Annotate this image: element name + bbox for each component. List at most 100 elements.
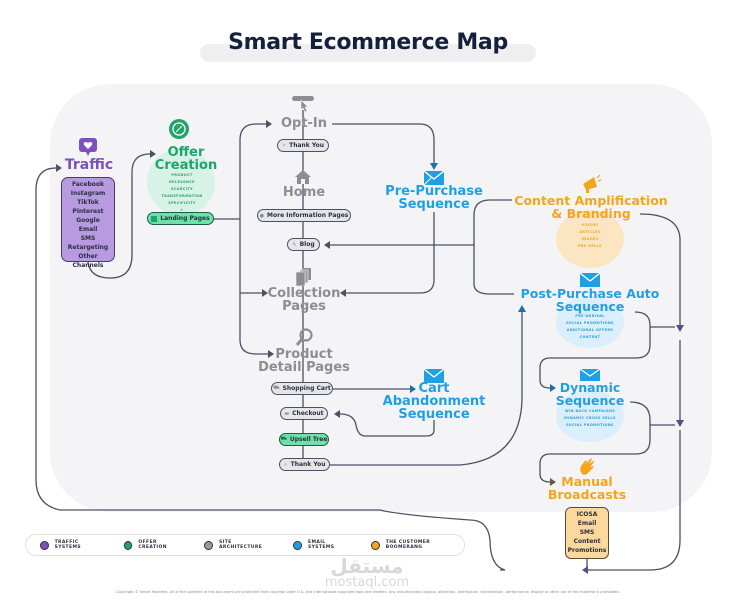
page-title: Smart Ecommerce Map [228, 30, 508, 55]
collection-pages-label: Collection Pages [267, 286, 341, 314]
arrow-into-dynamic [550, 384, 556, 392]
arrow-into-collection-right [340, 289, 346, 297]
arrow-into-blog [324, 241, 330, 249]
offer-items: PRODUCT RELEVANCE SCARCITY TRANSFORMATIO… [161, 173, 203, 212]
megaphone-icon [583, 174, 602, 193]
post-purchase-circle [556, 296, 624, 348]
envelope-icon [424, 369, 444, 383]
arrow-into-manual-box [582, 566, 588, 574]
home-label: Home [282, 185, 326, 200]
shopping-cart-node[interactable]: ⛟Shopping Cart [271, 382, 333, 395]
arrow-into-postpurchase [518, 305, 526, 312]
thank-you-node-2[interactable]: ✧Thank You [279, 458, 330, 471]
traffic-source: Other Channels [72, 253, 104, 269]
offer-label: Offer Creation [154, 145, 218, 173]
envelope-icon [424, 171, 444, 185]
traffic-source: Facebook [72, 181, 104, 188]
magnifier-icon [295, 328, 313, 346]
offer-circle [147, 148, 215, 216]
arrow-into-manual [550, 478, 556, 486]
manual-broadcasts-label: Manual Broadcasts [547, 474, 627, 502]
arrow-into-cart-abandon [410, 385, 416, 393]
connector-dynamic-manual [539, 401, 651, 483]
arrow-into-offer [150, 150, 156, 158]
legend-dot [204, 540, 213, 550]
watermark: مستقل mostaql.com [324, 554, 410, 590]
content-amplification-label: Content Amplification & Branding [514, 193, 668, 221]
manual-item: SMS [579, 529, 595, 536]
blog-node[interactable]: ✎Blog [287, 238, 320, 251]
manual-item: Content [573, 538, 601, 545]
connector-content-blog [330, 199, 512, 246]
arrow-into-traffic [56, 164, 62, 172]
connector-prepurchase-collection [346, 212, 435, 294]
thank-you-node-1[interactable]: ✧Thank You [277, 139, 329, 152]
upsell-tree-node[interactable]: ⛟Upsell Tree [279, 433, 329, 446]
arrow-into-product [268, 350, 274, 358]
more-information-pages-node[interactable]: ●More Information Pages [257, 209, 351, 222]
legend-dot [40, 540, 49, 550]
arrow-right-column-1 [676, 325, 684, 332]
arrow-into-collection-left [262, 289, 268, 297]
connector-site-spine [239, 123, 268, 355]
connector-thankyou-postpurchase [330, 312, 523, 466]
checkout-node[interactable]: ▬Checkout [280, 407, 328, 420]
envelope-icon [580, 273, 600, 287]
party-icon: ✧ [283, 461, 288, 468]
landing-pages-node[interactable]: Landing Pages [147, 212, 214, 225]
legend-dot [371, 540, 380, 550]
connector-optin-prepurchase [332, 123, 435, 163]
connector-post-dynamic [539, 311, 651, 389]
home-icon [295, 170, 311, 184]
cart-abandonment-sequence-label: Cart Abandonment Sequence [382, 381, 486, 422]
arrow-into-checkout [334, 410, 340, 418]
title-highlight [200, 44, 536, 62]
envelope-icon [580, 369, 600, 381]
connector-content-down [639, 213, 681, 325]
manual-item: ICOSA [576, 511, 598, 518]
dynamic-items: WIN BACK CAMPAIGNS DYNAMIC CROSS SELLS S… [564, 409, 616, 427]
legend-dot [293, 540, 302, 550]
arrow-right-column-2 [676, 420, 684, 427]
dynamic-circle [556, 390, 624, 442]
arrow-into-prepurchase [430, 163, 438, 170]
content-items: VIDEOS ARTICLES IMAGES PRE-SELLS [578, 223, 602, 248]
arrow-into-optin [266, 120, 272, 128]
post-purchase-sequence-label: Post-Purchase Auto Sequence [520, 286, 660, 314]
connector-loop-traffic [35, 167, 506, 571]
traffic-source: Email [78, 226, 98, 233]
traffic-source: Retargeting [67, 244, 109, 251]
waving-hand-icon [580, 458, 594, 475]
click-pointer-icon [292, 96, 314, 113]
legend-item-boomerang: THE CUSTOMER BOOMERANG [371, 540, 464, 550]
landing-page-icon [151, 215, 158, 222]
connector-traffic-offer [87, 153, 151, 279]
cart-icon: ⛟ [280, 436, 287, 442]
legend-dot [123, 540, 133, 550]
traffic-source: Instagram [70, 190, 106, 197]
traffic-source: TikTok [77, 199, 99, 206]
pre-purchase-sequence-label: Pre-Purchase Sequence [385, 184, 483, 212]
connector-content-postpurchase [473, 245, 514, 295]
info-icon: ● [259, 212, 265, 219]
copyright-footer: Copyright © Smart Marketer. All of the c… [116, 590, 620, 594]
traffic-source: SMS [80, 235, 96, 242]
manual-item: Promotions [567, 547, 607, 554]
pencil-icon: ✎ [292, 241, 297, 248]
manual-item: Email [577, 520, 597, 527]
manual-broadcasts-box: ICOSA Email SMS Content Promotions [565, 507, 609, 559]
traffic-sources-box: Facebook Instagram TikTok Pinterest Goog… [61, 177, 115, 269]
cart-icon: ⛟ [273, 385, 280, 391]
heart-speech-bubble-icon [79, 138, 97, 156]
traffic-source: Google [76, 217, 100, 224]
legend: TRAFFIC SYSTEMS OFFER CREATION SITE ARCH… [25, 534, 465, 556]
credit-card-icon: ▬ [284, 410, 290, 417]
content-circle [556, 210, 624, 268]
dynamic-sequence-label: Dynamic Sequence [555, 380, 625, 408]
legend-item-email: EMAIL SYSTEMS [293, 540, 351, 550]
legend-item-site: SITE ARCHITECTURE [204, 540, 273, 550]
legend-item-traffic: TRAFFIC SYSTEMS [40, 540, 104, 550]
optin-label: Opt-In [280, 116, 328, 131]
collection-pages-icon [295, 268, 311, 286]
